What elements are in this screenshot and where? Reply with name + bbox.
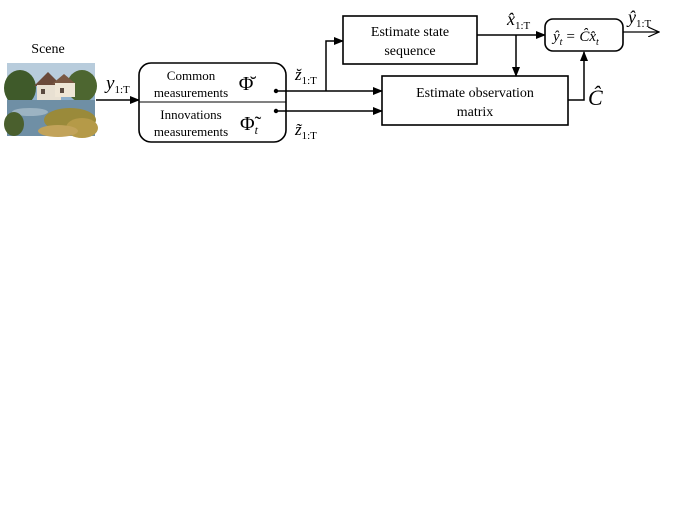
scene-image	[4, 63, 98, 138]
z-innovation-label: z̃1:T	[294, 120, 317, 142]
estimate-state-block	[342, 15, 478, 65]
estimate-state-label-line2: sequence	[384, 44, 435, 59]
common-measurements-symbol: Φ̆	[239, 73, 257, 95]
estimate-observation-block	[381, 75, 569, 126]
input-signal-label: y1:T	[104, 73, 130, 96]
common-to-state-arrow	[325, 37, 344, 91]
z-common-label: z̆1:T	[294, 65, 317, 87]
observation-to-output-arrow	[568, 51, 588, 101]
common-measurements-label-line1: Common	[167, 68, 216, 83]
estimate-observation-label-line2: matrix	[457, 105, 494, 120]
x-hat-label: x̂1:T	[506, 9, 531, 32]
innovations-measurements-label-line2: measurements	[154, 124, 228, 139]
estimate-state-label-line1: Estimate state	[371, 25, 449, 40]
scene-label: Scene	[31, 42, 64, 57]
y-hat-output-label: ŷ1:T	[626, 7, 652, 30]
common-measurements-label-line2: measurements	[154, 85, 228, 100]
estimate-observation-label-line1: Estimate observation	[416, 86, 534, 101]
innovations-measurements-label-line1: Innovations	[160, 107, 221, 122]
output-equation: ŷt= Ĉx̂t	[551, 28, 599, 48]
c-hat-label: Ĉ	[588, 85, 603, 110]
output-equation-block	[544, 18, 624, 52]
